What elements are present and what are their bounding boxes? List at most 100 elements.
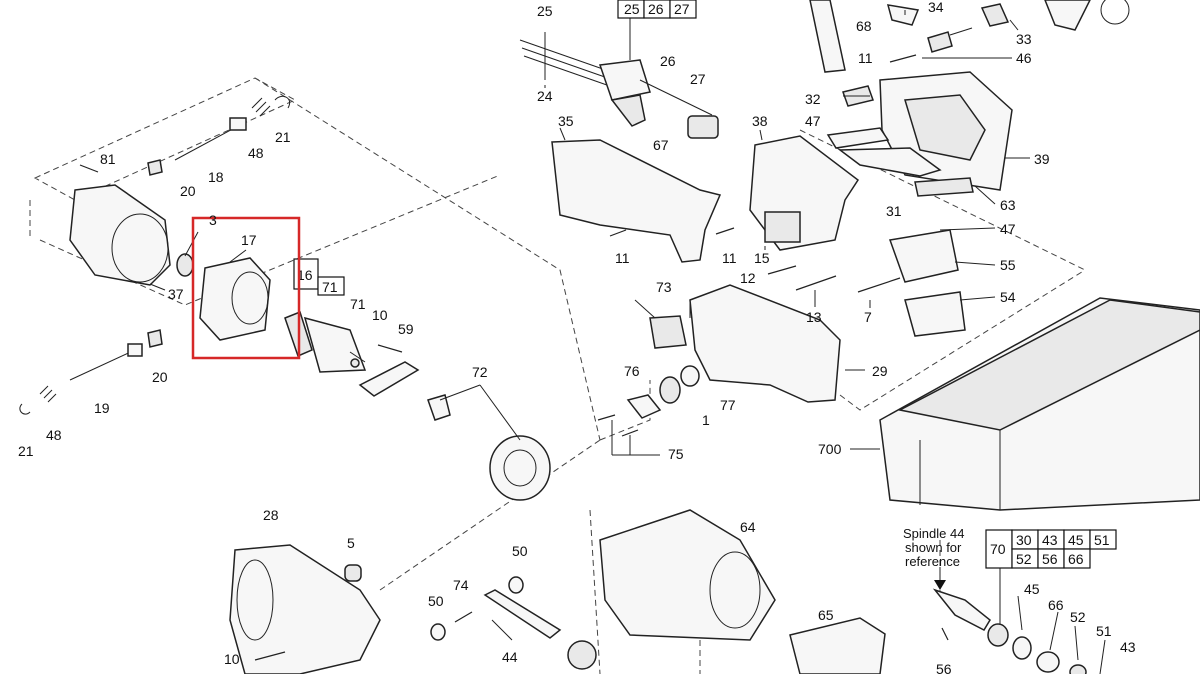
callout-5: 5 [347,535,355,551]
note-line-1: Spindle 44 [903,526,964,541]
callout-35: 35 [558,113,574,129]
group-box-spindle: 70 30 43 45 51 52 56 66 [985,529,1117,569]
carry-case-700 [879,297,1200,511]
housing-29 [689,284,841,403]
callout-77: 77 [720,397,736,413]
spindle-group [932,567,1087,679]
callout-19: 19 [94,400,110,416]
callout-39: 39 [1034,151,1050,167]
group-box-spindle-top-2: 45 [1068,532,1084,548]
callout-31: 31 [886,203,902,219]
field-assembly-17 [199,257,271,341]
switch-parts [809,0,1130,337]
group-box-motor-1: 71 [322,279,338,295]
callout-15: 15 [754,250,770,266]
part-15 [764,211,801,243]
callout-12: 12 [740,270,756,286]
callout-29: 29 [872,363,888,379]
callout-65: 65 [818,607,834,623]
callout-17: 17 [241,232,257,248]
nose-housing-64 [599,509,776,641]
callout-28: 28 [263,507,279,523]
callout-11a: 11 [858,50,873,66]
callout-25: 25 [537,3,553,19]
spindle-parts [430,576,597,670]
part-67 [687,115,719,139]
callout-3: 3 [209,212,217,228]
group-box-motor-0: 16 [297,267,313,283]
callout-33: 33 [1016,31,1032,47]
highlight-box [191,216,301,360]
bearing-parts [597,365,700,437]
callout-labels: 25 24 26 27 68 34 33 11 46 32 47 39 35 6… [18,0,1136,677]
group-box-spindle-left: 70 [990,541,1006,557]
spindle-reference-note: Spindle 44 shown for reference [903,526,964,569]
callout-37: 37 [168,286,184,302]
callout-7: 7 [864,309,872,325]
callout-52: 52 [1070,609,1086,625]
callout-20a: 20 [180,183,196,199]
group-box-top-1: 26 [648,1,664,17]
callout-63: 63 [1000,197,1016,213]
callout-34: 34 [928,0,944,15]
callout-66: 66 [1048,597,1064,613]
armature-71 [284,311,420,397]
callout-47b: 47 [1000,221,1016,237]
callout-48a: 48 [248,145,264,161]
callout-81: 81 [100,151,116,167]
callout-38: 38 [752,113,768,129]
group-box-motor: 16 71 [293,258,345,296]
motor-housing-parts [19,95,290,415]
group-box-top-2: 27 [674,1,690,17]
handle-half-35 [551,139,722,263]
callout-55: 55 [1000,257,1016,273]
callout-18: 18 [208,169,224,185]
callout-21b: 21 [18,443,34,459]
callout-45: 45 [1024,581,1040,597]
callout-59: 59 [398,321,414,337]
callout-1: 1 [702,412,710,428]
callout-11c: 11 [722,250,737,266]
callout-71: 71 [350,296,366,312]
part-65 [789,617,886,675]
callout-13: 13 [806,309,822,325]
callout-26: 26 [660,53,676,69]
callout-54: 54 [1000,289,1016,305]
group-box-top-0: 25 [624,1,640,17]
leader-lines [149,10,1106,675]
callout-47a: 47 [805,113,821,129]
callout-68: 68 [856,18,872,34]
group-box-spindle-top-3: 51 [1094,532,1110,548]
group-box-spindle-bottom-1: 56 [1042,551,1058,567]
callout-64: 64 [740,519,756,535]
callout-20b: 20 [152,369,168,385]
callout-44: 44 [502,649,518,665]
wire-harness-24-25 [519,10,713,127]
callout-50b: 50 [428,593,444,609]
group-box-spindle-top-0: 30 [1016,532,1032,548]
callout-72: 72 [472,364,488,380]
callout-51: 51 [1096,623,1112,639]
callout-27: 27 [690,71,706,87]
callout-74: 74 [453,577,469,593]
callout-75: 75 [668,446,684,462]
callout-76: 76 [624,363,640,379]
callout-700: 700 [818,441,842,457]
callout-50a: 50 [512,543,528,559]
group-box-top: 25 26 27 [617,0,697,19]
callout-32: 32 [805,91,821,107]
group-box-spindle-top-1: 43 [1042,532,1058,548]
callout-48b: 48 [46,427,62,443]
note-line-3: reference [905,554,960,569]
part-73 [649,315,687,349]
group-box-spindle-bottom-0: 52 [1016,551,1032,567]
group-box-spindle-bottom-2: 66 [1068,551,1084,567]
callout-21a: 21 [275,129,291,145]
callout-10a: 10 [372,307,388,323]
callout-46: 46 [1016,50,1032,66]
callout-73: 73 [656,279,672,295]
callout-24: 24 [537,88,553,104]
callout-11b: 11 [615,250,630,266]
